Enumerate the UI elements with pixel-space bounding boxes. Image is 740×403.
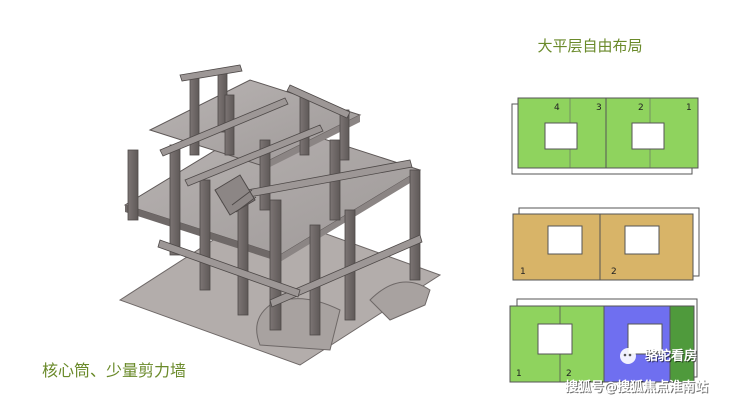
watermark-brand: 骆驼看房 — [645, 348, 697, 364]
watermark: 骆驼看房 骆驼看房 搜狐号@搜狐焦点淮南站 搜狐号@搜狐焦点淮南站 — [565, 348, 709, 396]
plan1-label-4: 4 — [554, 103, 560, 113]
plan3-label-2: 2 — [566, 369, 572, 379]
floor-plan-1: 4 3 2 1 — [511, 97, 699, 175]
plan1-label-3: 3 — [596, 103, 602, 113]
wechat-icon — [620, 348, 636, 364]
floor-plan-3: 1 2 — [509, 298, 698, 383]
watermark-brand-shadow: 骆驼看房 — [646, 349, 698, 365]
plan3-label-1: 1 — [516, 369, 522, 379]
structure-3d-model — [118, 64, 442, 366]
structure-caption: 核心筒、少量剪力墙 — [42, 361, 186, 380]
watermark-line: 搜狐号@搜狐焦点淮南站 — [565, 379, 708, 395]
plan2-label-1: 1 — [520, 267, 526, 277]
plans-title: 大平层自由布局 — [537, 37, 642, 55]
plan2-label-2: 2 — [611, 267, 617, 277]
floor-plan-2: 1 2 — [512, 207, 700, 281]
watermark-line-shadow: 搜狐号@搜狐焦点淮南站 — [566, 380, 709, 396]
plan1-label-1: 1 — [686, 103, 692, 113]
plan1-label-2: 2 — [638, 103, 644, 113]
